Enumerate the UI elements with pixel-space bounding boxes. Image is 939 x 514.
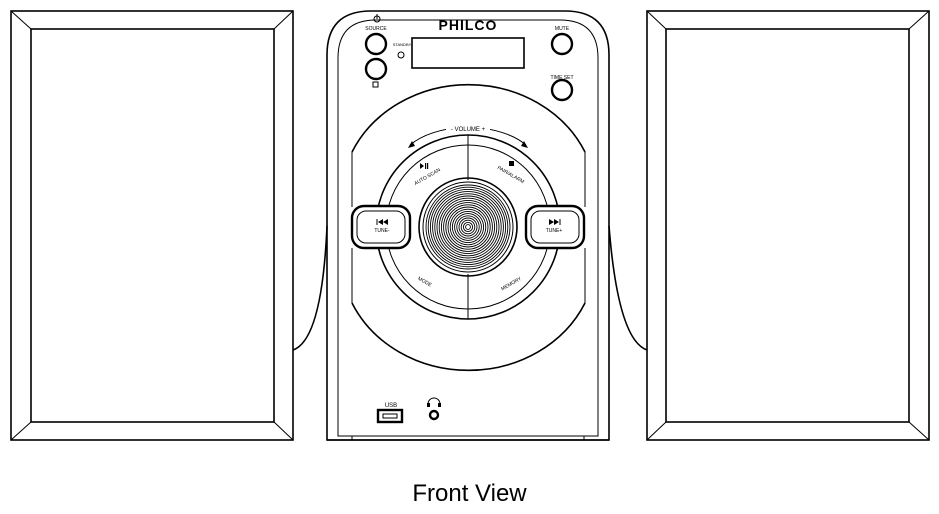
display-window bbox=[411, 37, 525, 69]
remote-sensor-mark bbox=[372, 81, 379, 88]
center-knob[interactable] bbox=[418, 177, 518, 277]
knob-grip-ring bbox=[425, 184, 511, 270]
knob-grip-ring bbox=[462, 221, 474, 233]
source-button[interactable] bbox=[364, 32, 388, 56]
tune-minus-label: TUNE- bbox=[374, 228, 390, 234]
left-speaker-cable bbox=[292, 225, 328, 351]
memory-label[interactable]: MEMORY bbox=[500, 276, 523, 293]
knob-grip-ring bbox=[427, 186, 509, 268]
pair-alarm-label[interactable]: PAIR/ALARM bbox=[496, 165, 525, 185]
figure-caption: Front View bbox=[412, 480, 527, 507]
knob-grip-ring bbox=[429, 188, 507, 266]
play-pause-icon bbox=[420, 163, 429, 169]
knob-grip-ring bbox=[458, 217, 478, 237]
mode-label[interactable]: MODE bbox=[417, 276, 434, 289]
skip-previous-icon bbox=[376, 219, 388, 225]
stop-icon bbox=[509, 161, 514, 166]
mute-label: MUTE bbox=[555, 26, 570, 32]
right-speaker bbox=[608, 10, 930, 441]
headphone-jack-icon[interactable] bbox=[427, 397, 441, 421]
brand-logo: PHILCO bbox=[439, 17, 498, 33]
skip-next-icon bbox=[549, 219, 561, 225]
knob-grip-ring bbox=[451, 210, 485, 244]
standby-label: STANDBY bbox=[393, 42, 412, 47]
tune-minus-button[interactable] bbox=[350, 204, 412, 250]
knob-grip-ring bbox=[454, 213, 482, 241]
tune-plus-button[interactable] bbox=[524, 204, 586, 250]
usb-label: USB bbox=[385, 403, 397, 409]
power-icon bbox=[373, 14, 381, 23]
knob-grip-rings bbox=[425, 184, 511, 270]
time-set-button[interactable] bbox=[550, 78, 574, 102]
mute-button[interactable] bbox=[550, 32, 574, 56]
knob-grip-ring bbox=[449, 208, 487, 246]
right-speaker-cable bbox=[608, 225, 648, 351]
knob-grip-ring bbox=[447, 206, 489, 248]
knob-grip-ring bbox=[443, 202, 493, 252]
knob-grip-ring bbox=[432, 191, 504, 263]
usb-port[interactable] bbox=[376, 408, 404, 424]
knob-grip-ring bbox=[434, 193, 502, 261]
main-unit: PHILCO SOURCE STANDBY MUTE TIME SET - V bbox=[326, 10, 610, 441]
knob-grip-ring bbox=[445, 204, 491, 250]
knob-grip-ring bbox=[460, 219, 476, 235]
standby-led bbox=[397, 51, 405, 59]
volume-ring-bottom bbox=[351, 302, 586, 372]
tune-plus-label: TUNE+ bbox=[546, 228, 563, 234]
auto-scan-label[interactable]: AUTO SCAN bbox=[413, 167, 442, 187]
knob-grip-ring bbox=[436, 195, 500, 259]
time-set-label: TIME SET bbox=[550, 75, 573, 81]
volume-ring-top bbox=[351, 83, 586, 153]
knob-grip-ring bbox=[440, 199, 496, 255]
knob-grip-ring bbox=[465, 224, 471, 230]
knob-grip-ring bbox=[456, 215, 480, 239]
source-label: SOURCE bbox=[365, 26, 387, 32]
left-speaker bbox=[10, 10, 328, 441]
volume-label: - VOLUME + bbox=[451, 127, 486, 133]
ir-sensor-icon bbox=[364, 57, 388, 81]
knob-grip-ring bbox=[438, 197, 498, 257]
